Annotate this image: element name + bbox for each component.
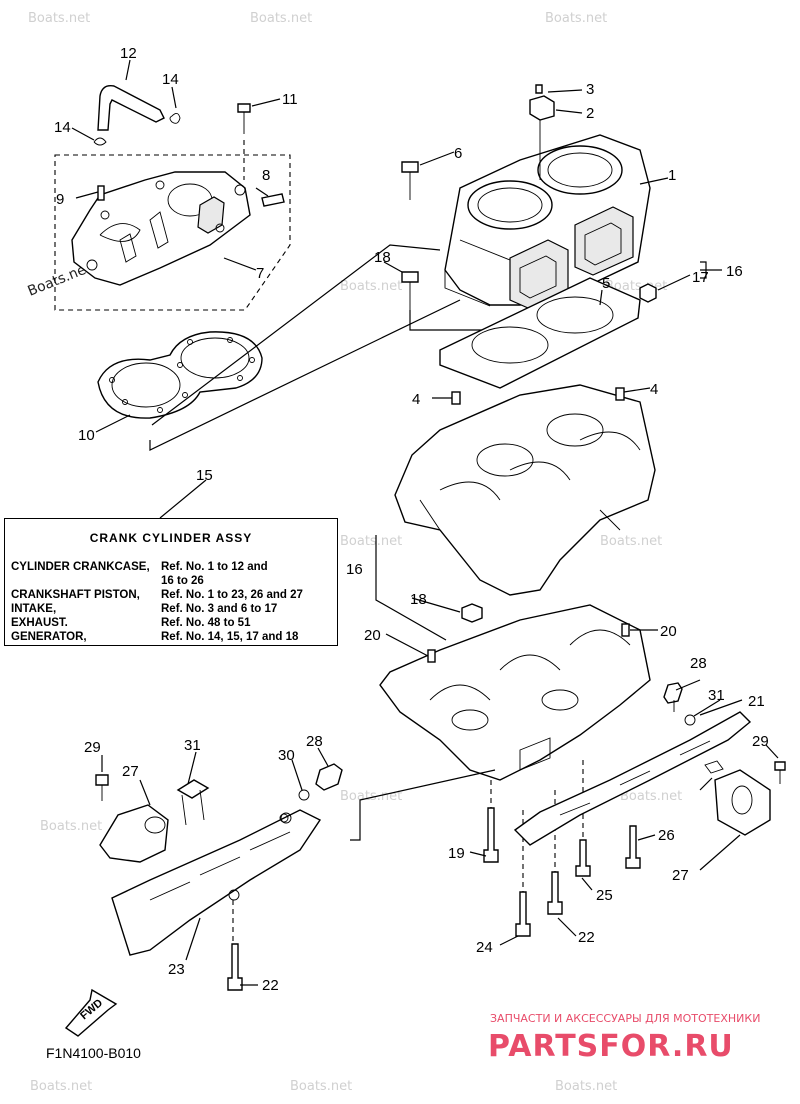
assembly-row: 16 to 26 xyxy=(11,575,331,589)
callout-22: 22 xyxy=(578,929,595,946)
right-engine-mount xyxy=(513,682,786,846)
callout-25: 25 xyxy=(596,887,613,904)
crankcase-upper xyxy=(394,384,656,596)
watermark: Boats.net xyxy=(28,11,90,26)
head-gasket xyxy=(97,331,263,419)
callout-13: 12 xyxy=(120,45,137,62)
assembly-ref: Ref. No. 3 and 6 to 17 xyxy=(161,603,278,615)
diagram-code: F1N4100-B010 xyxy=(46,1045,141,1061)
left-engine-mount xyxy=(95,763,343,956)
callout-21: 21 xyxy=(748,693,765,710)
callout-5: 5 xyxy=(602,275,610,292)
assembly-row: EXHAUST. Ref. No. 48 to 51 xyxy=(11,617,331,631)
callout-6: 6 xyxy=(454,145,462,162)
assembly-row: INTAKE, Ref. No. 3 and 6 to 17 xyxy=(11,603,331,617)
reference-lines xyxy=(71,59,779,986)
callout-2: 2 xyxy=(586,105,594,122)
callout-20: 20 xyxy=(364,627,381,644)
watermark: Boats.net xyxy=(40,819,102,834)
watermark: Boats.net xyxy=(340,279,402,294)
watermark: Boats.net xyxy=(290,1079,352,1094)
callout-29: 29 xyxy=(752,733,769,750)
bushing xyxy=(461,603,483,623)
watermark: Boats.net xyxy=(555,1079,617,1094)
assembly-name: GENERATOR, xyxy=(11,631,87,643)
callout-9: 8 xyxy=(262,167,270,184)
hose-assembly xyxy=(93,85,181,146)
callout-1: 1 xyxy=(668,167,676,184)
callout-26: 26 xyxy=(658,827,675,844)
assembly-ref: 16 to 26 xyxy=(161,575,204,587)
callout-30: 30 xyxy=(278,747,295,764)
callout-4: 4 xyxy=(412,391,420,408)
callout-31: 31 xyxy=(184,737,201,754)
callout-8: 7 xyxy=(256,265,264,282)
brand-logo: PARTSFOR.RU xyxy=(488,1029,734,1064)
callout-16: 16 xyxy=(346,561,363,578)
callout-14: 14 xyxy=(162,71,179,88)
assembly-name: CRANKSHAFT PISTON, xyxy=(11,589,140,601)
callout-numbers: 12 14 14 9 8 11 7 10 15 3 2 1 6 18 5 17 … xyxy=(54,45,769,994)
callout-19: 19 xyxy=(448,845,465,862)
promo-tagline: ЗАПЧАСТИ И АКСЕССУАРЫ ДЛЯ МОТОТЕХНИКИ xyxy=(490,1012,760,1025)
watermark: Boats.net xyxy=(340,534,402,549)
promo-branding: ЗАПЧАСТИ И АКСЕССУАРЫ ДЛЯ МОТОТЕХНИКИ PA… xyxy=(488,1012,760,1064)
callout-22: 22 xyxy=(262,977,279,994)
callout-10: 9 xyxy=(56,191,64,208)
assembly-row: CYLINDER CRANKCASE, Ref. No. 1 to 12 and xyxy=(11,561,331,575)
callout-7: 18 xyxy=(374,249,391,266)
callout-24: 24 xyxy=(476,939,493,956)
assembly-reference-box: CRANK CYLINDER ASSY CYLINDER CRANKCASE, … xyxy=(4,518,338,646)
cylinder-block xyxy=(401,84,657,331)
callout-23: 23 xyxy=(168,961,185,978)
callout-28: 28 xyxy=(690,655,707,672)
callout-27: 27 xyxy=(672,867,689,884)
forward-arrow: FWD xyxy=(64,988,118,1037)
callout-30: 31 xyxy=(708,687,725,704)
assembly-row: GENERATOR, Ref. No. 14, 15, 17 and 18 xyxy=(11,631,331,645)
watermark: Boats.net xyxy=(620,789,682,804)
callout-3: 3 xyxy=(586,81,594,98)
callout-15: 15 xyxy=(196,467,213,484)
callout-14: 14 xyxy=(54,119,71,136)
watermark: Boats.net xyxy=(250,11,312,26)
assembly-ref: Ref. No. 1 to 23, 26 and 27 xyxy=(161,589,303,601)
callout-12: 11 xyxy=(282,91,298,108)
crankcase-lower xyxy=(379,604,651,781)
assembly-title: CRANK CYLINDER ASSY xyxy=(89,531,253,545)
assembly-ref: Ref. No. 48 to 51 xyxy=(161,617,251,629)
callout-16: 16 xyxy=(726,263,743,280)
assembly-name: EXHAUST. xyxy=(11,617,68,629)
assembly-row: CRANKSHAFT PISTON, Ref. No. 1 to 23, 26 … xyxy=(11,589,331,603)
watermark: Boats.net xyxy=(600,534,662,549)
assembly-name: INTAKE, xyxy=(11,603,57,615)
intake-cover xyxy=(54,103,291,311)
assembly-name: CYLINDER CRANKCASE, xyxy=(11,561,150,573)
assembly-ref: Ref. No. 1 to 12 and xyxy=(161,561,268,573)
base-gasket xyxy=(439,277,641,389)
watermark: Boats.net xyxy=(545,11,607,26)
bolts xyxy=(227,760,641,991)
watermark: Boats.net xyxy=(340,789,402,804)
callout-4: 4 xyxy=(650,381,658,398)
callout-28: 28 xyxy=(306,733,323,750)
callout-29: 29 xyxy=(84,739,101,756)
callout-18: 18 xyxy=(410,591,427,608)
watermark: Boats.net xyxy=(30,1079,92,1094)
callout-11: 10 xyxy=(78,427,95,444)
callout-17: 17 xyxy=(692,269,709,286)
callout-27: 27 xyxy=(122,763,139,780)
callout-20: 20 xyxy=(660,623,677,640)
assembly-ref: Ref. No. 14, 15, 17 and 18 xyxy=(161,631,299,643)
